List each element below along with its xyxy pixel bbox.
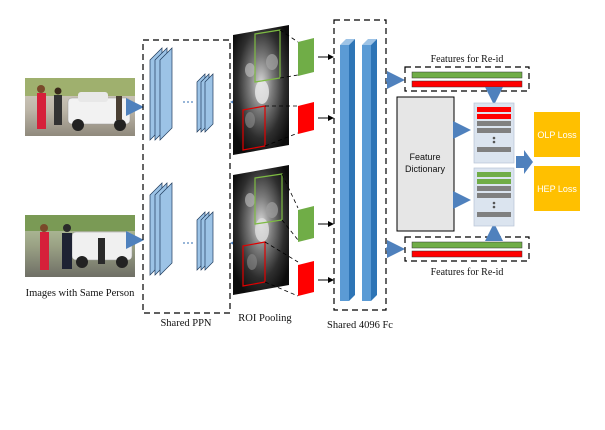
feature-map-top	[233, 25, 289, 155]
feature-bar-red-top	[411, 80, 523, 88]
features-top-box	[404, 66, 530, 92]
input-caption: Images with Same Person	[26, 288, 136, 299]
dictionary-slots-top	[473, 102, 515, 164]
hep-loss-label: HEP Loss	[537, 184, 577, 194]
feature-bar-green-bottom	[411, 241, 523, 249]
ppn-group-box	[142, 39, 231, 314]
feature-bar-green-top	[411, 71, 523, 79]
ppn-caption: Shared PPN	[160, 318, 211, 329]
fc-layer-1	[340, 39, 355, 301]
dictionary-slots-bottom	[473, 167, 515, 227]
olp-loss-label: OLP Loss	[537, 130, 577, 140]
pooled-feature-red-top	[298, 102, 314, 134]
ppn-layers-bottom	[149, 182, 214, 276]
loss-arrow	[516, 150, 533, 174]
ppn-layers-top	[149, 47, 214, 141]
pooled-feature-red-bottom	[298, 261, 314, 296]
features-top-label: Features for Re-id	[431, 54, 504, 65]
input-image-bottom	[25, 215, 135, 277]
feature-bar-red-bottom	[411, 250, 523, 258]
pooled-feature-green-top	[298, 38, 314, 76]
dictionary-label-line1: Feature	[409, 152, 440, 162]
roi-to-fc-arrows	[318, 54, 334, 283]
input-image-top	[25, 78, 135, 136]
feature-dictionary-box	[396, 96, 455, 232]
hep-loss-box	[534, 166, 580, 211]
fc-layer-2	[362, 39, 377, 301]
fc-group-box	[333, 19, 387, 311]
fc-caption: Shared 4096 Fc	[327, 320, 393, 331]
roi-caption: ROI Pooling	[238, 313, 292, 324]
feature-map-bottom	[233, 165, 289, 295]
features-bottom-label: Features for Re-id	[431, 267, 504, 278]
roi-projection-lines	[264, 29, 299, 297]
pooled-feature-green-bottom	[298, 206, 314, 242]
features-bottom-box	[404, 236, 530, 262]
olp-loss-box	[534, 112, 580, 157]
dictionary-label-line2: Dictionary	[405, 164, 446, 174]
